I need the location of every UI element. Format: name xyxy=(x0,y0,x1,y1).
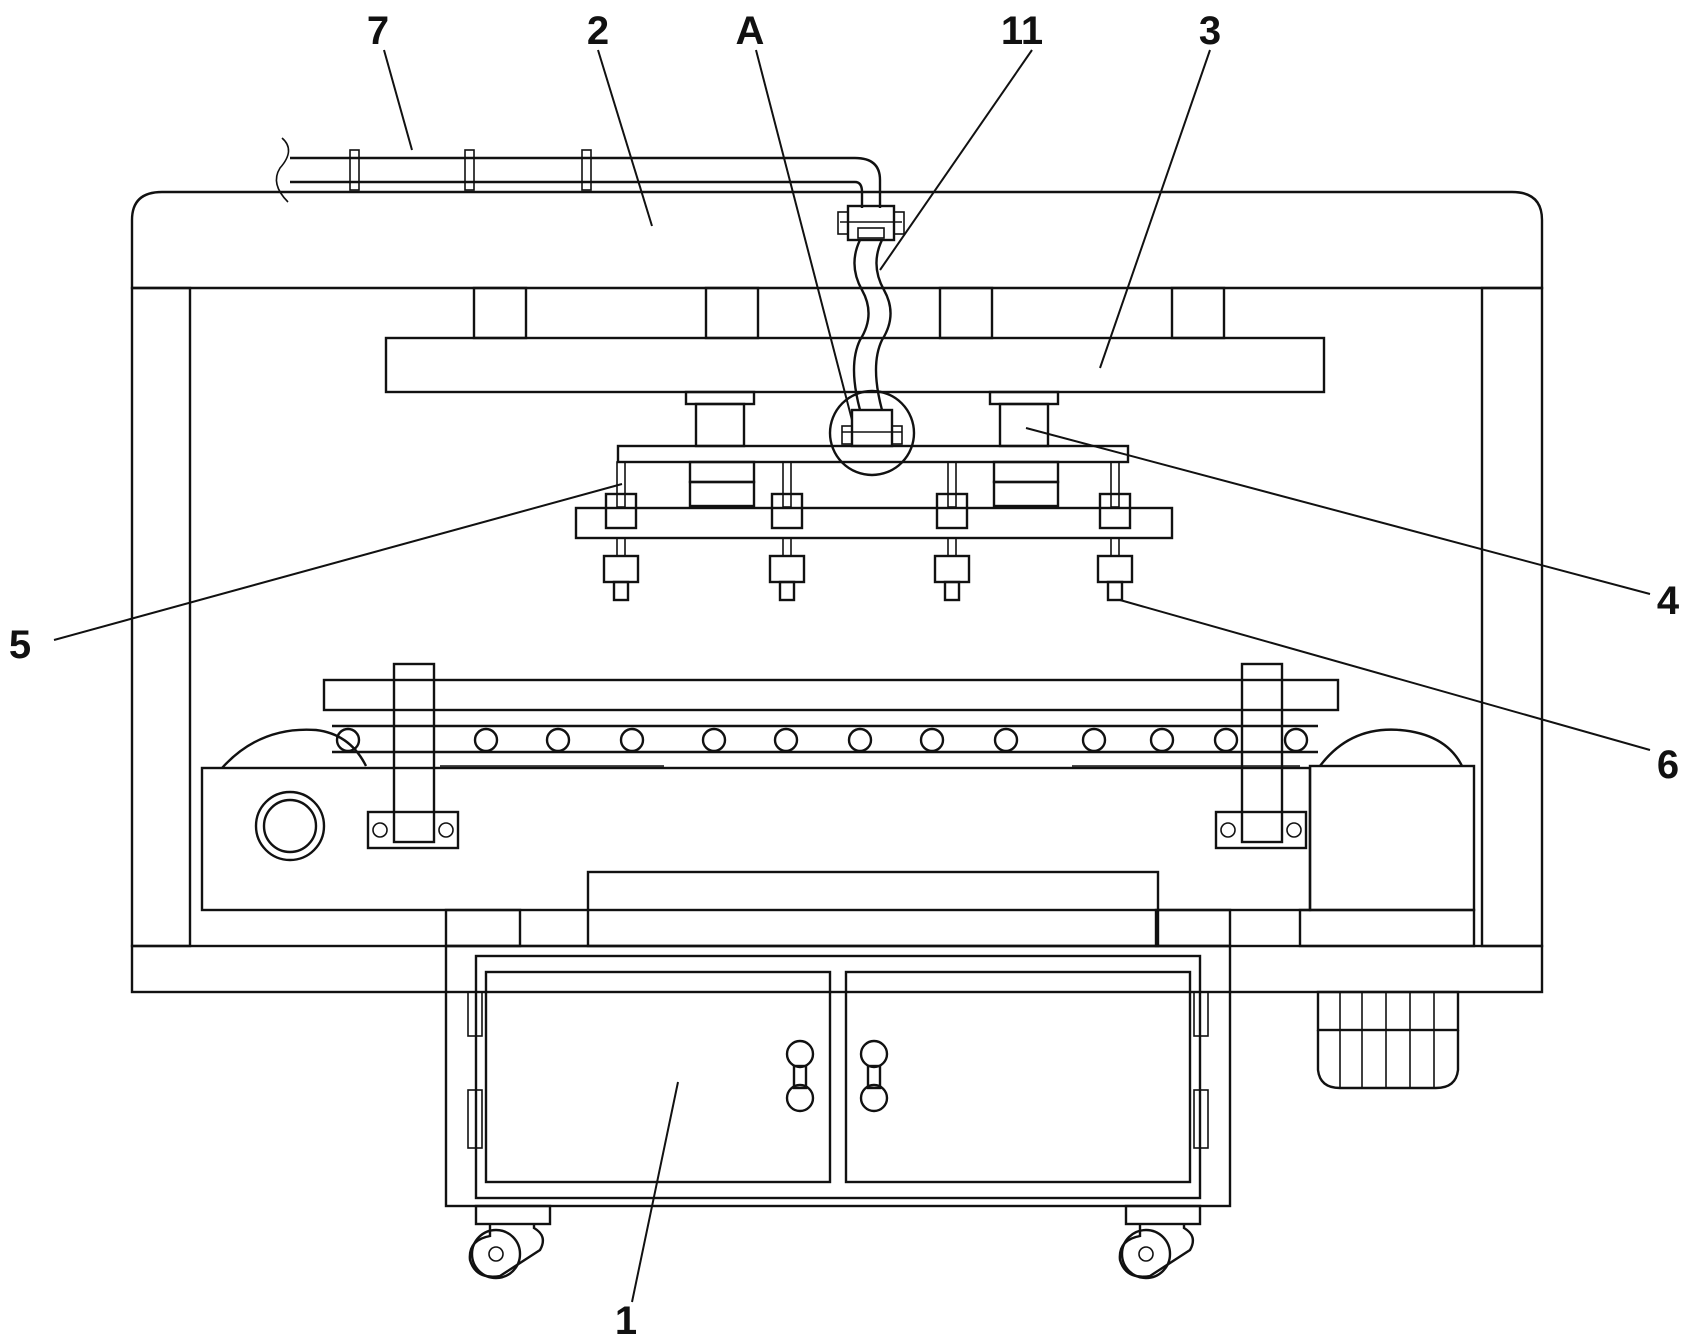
drive-motor xyxy=(1298,764,1476,1090)
guide-rods xyxy=(604,461,1132,530)
frame-columns xyxy=(130,286,1544,948)
crossbar xyxy=(616,444,1130,508)
conveyor-chain xyxy=(332,724,1318,754)
cabinet xyxy=(444,944,1232,1208)
base-rail xyxy=(130,944,1544,994)
cabinet-left-door xyxy=(484,970,832,1184)
label-part-1: 1 xyxy=(615,1299,637,1335)
hinge-icon xyxy=(467,991,483,1037)
part-labels: 7 2 A 11 3 4 5 6 1 xyxy=(9,9,1680,1335)
hinge-icon xyxy=(1193,991,1209,1037)
label-part-7: 7 xyxy=(367,9,389,53)
upper-coupling xyxy=(837,204,905,242)
label-part-6: 6 xyxy=(1657,743,1679,787)
cabinet-right-door xyxy=(844,970,1192,1184)
label-part-11: 11 xyxy=(1001,9,1043,53)
door-handle-icon xyxy=(859,1039,889,1113)
conveyor-guide-rail xyxy=(322,678,1340,712)
top-beam xyxy=(130,190,1544,290)
detail-a-circle xyxy=(828,389,916,477)
door-handle-icon xyxy=(785,1039,815,1113)
label-part-5: 5 xyxy=(9,623,31,667)
mounting-plate xyxy=(384,336,1326,394)
label-part-3: 3 xyxy=(1199,9,1221,53)
lift-cylinders xyxy=(684,390,1060,448)
hinge-icon xyxy=(467,1089,483,1149)
conveyor-pulleys xyxy=(221,728,1464,769)
label-detail-a: A xyxy=(736,9,765,53)
nozzle-plate xyxy=(574,506,1174,540)
leader-lines xyxy=(53,49,1651,1303)
caster-wheels xyxy=(468,1204,1202,1280)
conveyor-brackets xyxy=(366,662,1308,850)
label-part-2: 2 xyxy=(587,9,609,53)
spray-nozzles xyxy=(602,537,1134,602)
flexible-hose xyxy=(852,239,892,411)
lower-coupling xyxy=(828,389,916,477)
supply-pipe xyxy=(275,137,882,208)
label-part-4: 4 xyxy=(1657,579,1680,623)
hinge-icon xyxy=(1193,1089,1209,1149)
beam-mounts xyxy=(472,286,1226,340)
